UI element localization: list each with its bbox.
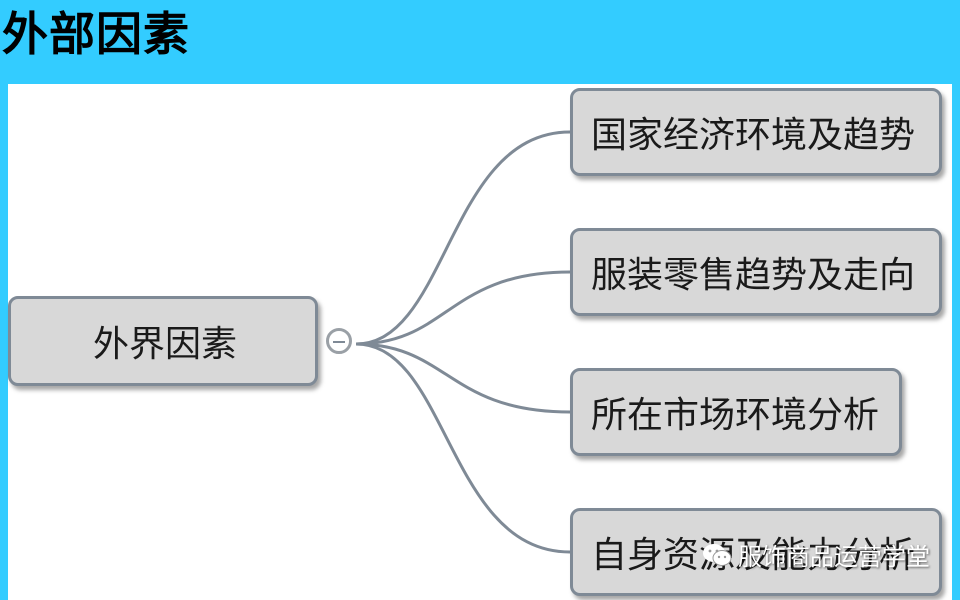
wechat-icon [703, 543, 732, 566]
root-node-label: 外界因素 [93, 324, 238, 365]
child-node-label: 服装零售趋势及走向 [591, 255, 916, 296]
child-node-4[interactable]: 自身资源及能力分析 [570, 508, 942, 596]
connector-4 [355, 342, 571, 554]
child-node-label: 自身资源及能力分析 [591, 535, 916, 576]
watermark-text: 服饰商品运营学堂 [738, 543, 930, 571]
mindmap-canvas: 外界因素 国家经济环境及趋势 服装零售趋势及走向 所在市场环境分析 自身资源及能… [8, 84, 952, 600]
connector-3 [355, 342, 571, 414]
child-node-2[interactable]: 服装零售趋势及走向 [570, 228, 942, 316]
collapse-toggle-icon[interactable] [326, 328, 352, 354]
watermark: 服饰商品运营学堂 [702, 537, 930, 572]
page-title: 外部因素 [2, 7, 190, 61]
connector-1 [355, 130, 571, 346]
connector-lines [355, 130, 571, 554]
child-node-label: 国家经济环境及趋势 [591, 115, 916, 156]
connector-2 [355, 270, 571, 346]
root-node[interactable]: 外界因素 [8, 296, 318, 386]
child-node-1[interactable]: 国家经济环境及趋势 [570, 88, 942, 176]
child-node-3[interactable]: 所在市场环境分析 [570, 368, 902, 456]
child-node-label: 所在市场环境分析 [591, 395, 880, 436]
